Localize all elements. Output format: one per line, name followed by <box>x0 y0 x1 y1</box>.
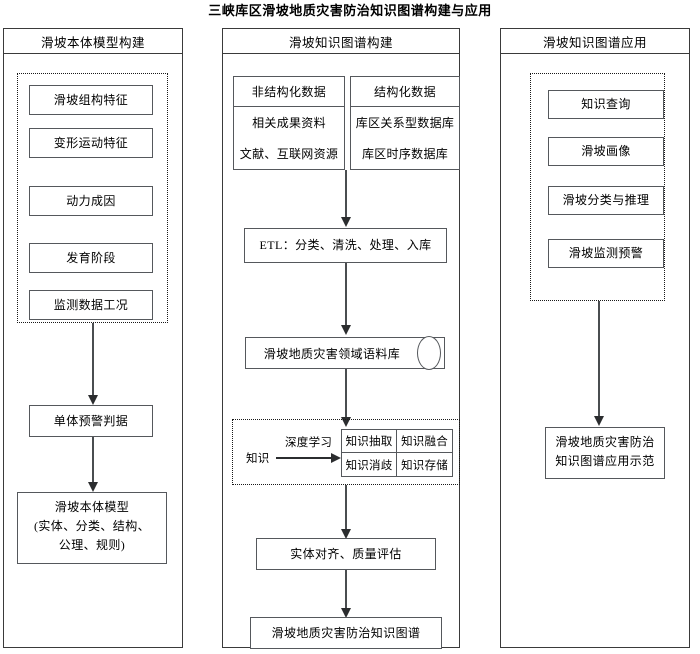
alignment-box: 实体对齐、质量评估 <box>256 538 436 570</box>
left-arrow-criterion-to-model <box>92 437 94 483</box>
left-model-line-2: (实体、分类、结构、 <box>34 519 150 533</box>
left-model-box: 滑坡本体模型 (实体、分类、结构、 公理、规则) <box>17 492 167 564</box>
deep-learning-label: 深度学习 <box>285 437 333 449</box>
right-demo-line-1: 滑坡地质灾害防治 <box>555 435 655 449</box>
middle-arrow-etl-to-corpus <box>345 263 347 326</box>
left-model-line-1: 滑坡本体模型 <box>54 500 130 514</box>
knowledge-input-label: 知识 <box>246 453 270 465</box>
right-demo-box: 滑坡地质灾害防治 知识图谱应用示范 <box>545 427 665 479</box>
database-cylinder-icon <box>417 336 441 370</box>
source-box-unstructured-line-1: 相关成果资料 <box>252 115 326 130</box>
source-box-structured-line-1: 库区关系型数据库 <box>355 115 455 130</box>
left-feature-box-5: 监测数据工况 <box>29 290 153 320</box>
panel-kg-application: 滑坡知识图谱应用 <box>500 28 690 648</box>
left-model-line-3: 公理、规则) <box>58 538 126 552</box>
left-feature-box-1: 滑坡组构特征 <box>29 85 153 115</box>
right-demo-line-2: 知识图谱应用示范 <box>555 454 655 468</box>
middle-arrow-knowledge-to-alignment <box>345 485 347 530</box>
middle-arrow-corpus-to-knowledge <box>345 369 347 418</box>
right-app-box-4: 滑坡监测预警 <box>548 239 664 268</box>
etl-box: ETL：分类、清洗、处理、入库 <box>244 228 447 263</box>
left-feature-box-4: 发育阶段 <box>29 243 153 273</box>
middle-arrow-alignment-to-output <box>345 570 347 609</box>
source-box-unstructured: 非结构化数据 相关成果资料 文献、互联网资源 <box>233 76 345 170</box>
corpus-box-label: 滑坡地质灾害领域语料库 <box>245 337 445 369</box>
right-arrow-apps-to-demo <box>598 301 600 417</box>
right-app-box-3: 滑坡分类与推理 <box>548 186 664 215</box>
knowledge-step-extraction: 知识抽取 <box>342 430 397 453</box>
middle-arrow-sources-to-etl <box>345 170 347 218</box>
left-criterion-box: 单体预警判据 <box>29 405 153 437</box>
source-box-structured-header: 结构化数据 <box>351 77 459 107</box>
corpus-box: 滑坡地质灾害领域语料库 <box>245 336 445 370</box>
left-feature-box-2: 变形运动特征 <box>29 128 153 158</box>
panel-kg-construction-header: 滑坡知识图谱构建 <box>223 29 459 54</box>
kg-output-box: 滑坡地质灾害防治知识图谱 <box>250 617 442 649</box>
knowledge-steps-grid: 知识抽取 知识融合 知识消歧 知识存储 <box>341 429 453 477</box>
knowledge-step-disambiguation: 知识消歧 <box>342 453 397 476</box>
knowledge-step-fusion: 知识融合 <box>397 430 452 453</box>
panel-kg-application-header: 滑坡知识图谱应用 <box>501 29 689 54</box>
left-arrow-features-to-criterion <box>92 323 94 396</box>
page-title: 三峡库区滑坡地质灾害防治知识图谱构建与应用 <box>208 3 492 18</box>
knowledge-step-storage: 知识存储 <box>401 459 448 472</box>
source-box-structured-line-2: 库区时序数据库 <box>361 147 449 162</box>
source-box-structured: 结构化数据 库区关系型数据库 库区时序数据库 <box>350 76 460 170</box>
source-box-unstructured-header: 非结构化数据 <box>234 77 344 107</box>
source-box-unstructured-line-2: 文献、互联网资源 <box>239 147 339 162</box>
panel-ontology-model-header: 滑坡本体模型构建 <box>4 29 182 54</box>
knowledge-deep-learning-arrow <box>276 457 332 459</box>
right-app-box-1: 知识查询 <box>548 90 664 119</box>
right-app-box-2: 滑坡画像 <box>548 137 664 166</box>
left-feature-box-3: 动力成因 <box>29 186 153 216</box>
